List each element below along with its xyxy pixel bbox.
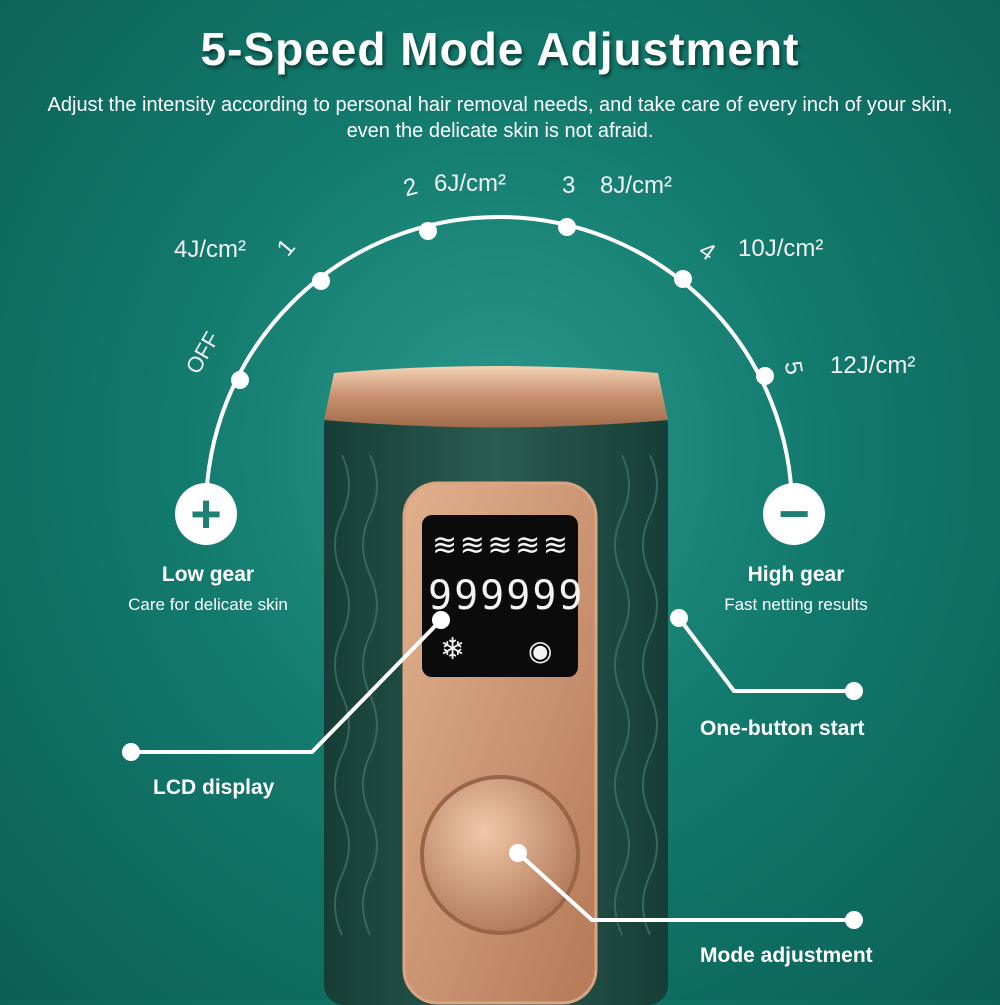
device-cap [324, 366, 668, 428]
heat-wave-icon: ≋ [432, 529, 458, 562]
lcd-callout-dot [432, 611, 450, 629]
heat-wave-icon: ≋ [515, 529, 541, 562]
minus-icon: − [778, 484, 810, 544]
level-energy-4: 10J/cm² [738, 235, 824, 262]
low-gear-title: Low gear [161, 563, 255, 586]
lcd-display-label: LCD display [153, 776, 275, 799]
mode-callout-dot [845, 911, 863, 929]
level-dot-2[interactable] [419, 222, 437, 240]
mode-adjustment-label: Mode adjustment [700, 944, 873, 967]
level-dot-4[interactable] [674, 270, 692, 288]
heat-wave-icon: ≋ [487, 529, 513, 562]
low-gear-desc: Care for delicate skin [128, 595, 288, 614]
skin-sensor-icon: ◉ [528, 635, 553, 666]
high-gear-desc: Fast netting results [724, 595, 868, 614]
level-energy-1: 4J/cm² [174, 236, 246, 263]
level-number-3: 3 [562, 172, 576, 199]
level-dot-1[interactable] [312, 272, 330, 290]
lcd-counter: 999999 [428, 573, 585, 619]
level-energy-5: 12J/cm² [830, 352, 916, 379]
heat-wave-icon: ≋ [542, 529, 568, 562]
heat-wave-icon: ≋ [459, 529, 485, 562]
plus-button[interactable]: + [175, 483, 237, 545]
mode-callout-dot [509, 844, 527, 862]
snowflake-icon: ❄ [440, 633, 466, 666]
lcd-frame [422, 515, 578, 677]
start-callout-dot [845, 682, 863, 700]
lcd-callout-dot [122, 743, 140, 761]
level-dot-off[interactable] [231, 371, 249, 389]
page-subtitle: Adjust the intensity according to person… [47, 94, 953, 142]
page-title: 5-Speed Mode Adjustment [200, 23, 800, 75]
start-callout-dot [670, 609, 688, 627]
level-dot-3[interactable] [558, 218, 576, 236]
lcd-heat-row: ≋ ≋ ≋ ≋ ≋ [432, 528, 568, 568]
one-button-start-label: One-button start [700, 717, 865, 740]
minus-button[interactable]: − [763, 483, 825, 545]
plus-icon: + [190, 484, 222, 544]
level-energy-3: 8J/cm² [600, 172, 672, 199]
level-energy-2: 6J/cm² [434, 170, 506, 197]
mode-button [420, 775, 580, 935]
device-illustration [324, 366, 668, 1005]
high-gear-title: High gear [747, 563, 845, 586]
level-dot-5[interactable] [756, 367, 774, 385]
